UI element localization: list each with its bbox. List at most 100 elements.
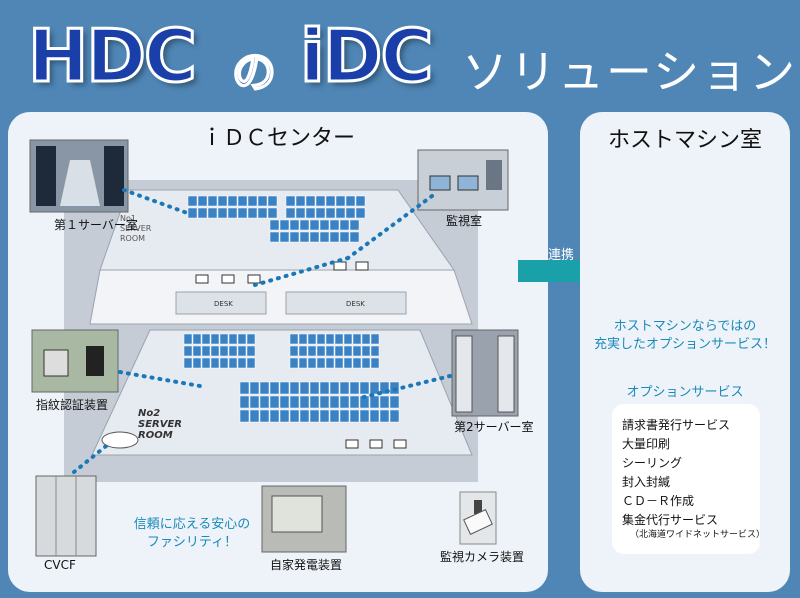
server-rack xyxy=(334,333,344,345)
server-racks xyxy=(183,195,400,423)
server-rack xyxy=(309,409,320,423)
desk-right xyxy=(285,291,407,315)
server-rack xyxy=(279,231,290,243)
server-rack xyxy=(289,333,299,345)
server-rack xyxy=(201,333,211,345)
server-rack xyxy=(259,409,270,423)
server-rack xyxy=(343,357,353,369)
server-rack xyxy=(309,231,320,243)
server-rack xyxy=(289,231,300,243)
server-rack xyxy=(325,333,335,345)
server-rack xyxy=(329,231,340,243)
server-rack xyxy=(217,207,228,219)
server-rack xyxy=(219,345,229,357)
server-rack xyxy=(219,333,229,345)
server-rack xyxy=(295,207,306,219)
server-rack xyxy=(237,333,247,345)
server-rack xyxy=(289,409,300,423)
server-rack xyxy=(329,395,340,409)
server-rack xyxy=(299,219,310,231)
option-item: ＣＤ－Ｒ作成 xyxy=(622,494,695,508)
server-rack xyxy=(246,357,256,369)
server-rack xyxy=(335,195,346,207)
caption-cvcf: CVCF xyxy=(44,558,76,572)
server-rack xyxy=(307,345,317,357)
server-rack xyxy=(247,195,258,207)
server-rack xyxy=(247,207,258,219)
server-rack xyxy=(269,409,280,423)
server-rack xyxy=(267,207,278,219)
server-rack xyxy=(315,207,326,219)
idc-tagline: 信頼に応える安心の ファシリティ！ xyxy=(112,516,272,552)
server-rack xyxy=(299,381,310,395)
server-rack xyxy=(361,333,371,345)
option-item: 集金代行サービス xyxy=(622,513,719,527)
server-rack xyxy=(257,195,268,207)
monitor-terminals xyxy=(195,261,407,449)
server-rack xyxy=(285,207,296,219)
server-rack xyxy=(305,207,316,219)
title-no: の xyxy=(231,46,277,99)
host-tagline-line2: 充実したオプションサービス！ xyxy=(593,337,776,352)
option-item: シーリング xyxy=(622,456,683,470)
server-rack xyxy=(289,219,300,231)
server-rack xyxy=(239,381,250,395)
server-rack xyxy=(187,195,198,207)
server-rack xyxy=(345,195,356,207)
photo-cvcf xyxy=(35,475,97,557)
server-rack xyxy=(369,409,380,423)
server-rack xyxy=(237,357,247,369)
server-rack xyxy=(315,195,326,207)
server-rack xyxy=(319,381,330,395)
option-note: （北海道ワイドネットサービス） xyxy=(630,530,766,540)
server-rack xyxy=(210,333,220,345)
server-rack xyxy=(298,357,308,369)
server-rack xyxy=(228,345,238,357)
server-rack xyxy=(239,409,250,423)
server-rack xyxy=(361,345,371,357)
server-rack xyxy=(369,381,380,395)
options-box xyxy=(612,404,760,554)
server-rack xyxy=(319,219,330,231)
server-rack xyxy=(246,345,256,357)
floor1-label: No1 SERVER ROOM xyxy=(120,214,152,243)
floor-device-icon xyxy=(101,431,139,449)
server-rack xyxy=(352,345,362,357)
server-rack xyxy=(257,207,268,219)
server-rack xyxy=(207,195,218,207)
server-rack xyxy=(389,395,400,409)
server-rack xyxy=(370,357,380,369)
host-tagline-line1: ホストマシンならではの xyxy=(613,319,757,334)
server-rack xyxy=(359,409,370,423)
server-rack xyxy=(339,409,350,423)
server-rack xyxy=(197,195,208,207)
server-rack xyxy=(192,357,202,369)
server-rack xyxy=(249,395,260,409)
server-rack xyxy=(339,231,350,243)
server-rack xyxy=(339,381,350,395)
server-rack xyxy=(343,333,353,345)
photo-server-room-2 xyxy=(451,329,519,417)
host-tagline: ホストマシンならではの 充実したオプションサービス！ xyxy=(590,318,780,354)
server-rack xyxy=(379,409,390,423)
server-rack xyxy=(207,207,218,219)
title-solution: ソリューション xyxy=(462,45,798,99)
server-rack xyxy=(329,381,340,395)
server-rack xyxy=(343,345,353,357)
caption-camera: 監視カメラ装置 xyxy=(440,550,525,564)
server-rack xyxy=(325,207,336,219)
photo-camera xyxy=(459,491,497,545)
server-rack xyxy=(309,381,320,395)
server-rack xyxy=(298,345,308,357)
server-rack xyxy=(183,345,193,357)
server-rack xyxy=(269,219,280,231)
server-rack xyxy=(370,345,380,357)
photo-monitor-room xyxy=(417,149,509,211)
option-item: 封入封緘 xyxy=(622,475,671,489)
server-rack xyxy=(279,409,290,423)
server-rack xyxy=(334,345,344,357)
server-rack xyxy=(228,333,238,345)
server-rack xyxy=(237,195,248,207)
option-item: 大量印刷 xyxy=(622,437,671,451)
server-rack xyxy=(319,395,330,409)
